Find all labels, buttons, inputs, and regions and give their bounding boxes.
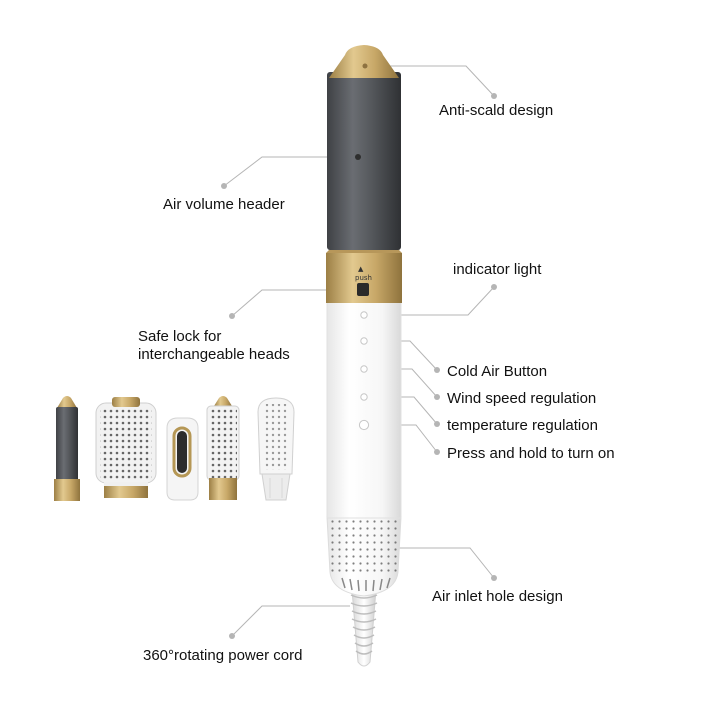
safe-lock-icon	[357, 283, 369, 296]
leader-air-volume	[223, 156, 358, 187]
leader-dots	[221, 93, 497, 639]
temperature-button-icon	[360, 393, 368, 401]
power-button-icon	[358, 419, 370, 431]
inlet-slots	[341, 577, 391, 592]
cold-air-button-label: Cold Air Button	[447, 363, 548, 380]
anti-scald-cap	[329, 45, 399, 78]
leader-air-inlet	[372, 547, 495, 579]
push-label: push	[355, 274, 372, 282]
indicator-light-label: indicator light	[453, 261, 542, 278]
temperature-label: temperature regulation	[447, 417, 598, 434]
push-arrow: ▲	[358, 265, 364, 273]
safe-lock-label-line2: interchangeable heads	[138, 346, 290, 363]
round-volume-brush-icon	[95, 397, 157, 498]
anti-scald-label: Anti-scald design	[439, 102, 554, 119]
power-on-label: Press and hold to turn on	[447, 445, 615, 462]
smoothing-dryer-nozzle-icon	[166, 417, 199, 501]
leader-cord	[231, 605, 350, 637]
indicator-light-icon	[360, 311, 368, 319]
air-inlet-holes-icon	[331, 520, 397, 572]
safe-lock-label-line1: Safe lock for	[138, 328, 222, 345]
attachment-heads	[54, 396, 295, 501]
cold-air-button-icon	[360, 337, 368, 345]
leader-anti-scald	[365, 65, 495, 97]
small-round-brush-icon	[206, 396, 240, 500]
power-cord-label: 360°rotating power cord	[143, 647, 303, 664]
wind-speed-label: Wind speed regulation	[447, 390, 597, 407]
power-cord-icon	[350, 589, 378, 667]
handle-body	[326, 301, 402, 519]
air-volume-header	[327, 72, 401, 250]
hair-styler-device: ▲ push	[326, 45, 402, 667]
curling-barrel-icon	[54, 396, 80, 501]
control-buttons	[358, 311, 370, 431]
paddle-brush-icon	[257, 397, 295, 501]
air-inlet-label: Air inlet hole design	[432, 588, 563, 605]
air-volume-header-label: Air volume header	[163, 196, 285, 213]
wind-speed-button-icon	[360, 365, 368, 373]
